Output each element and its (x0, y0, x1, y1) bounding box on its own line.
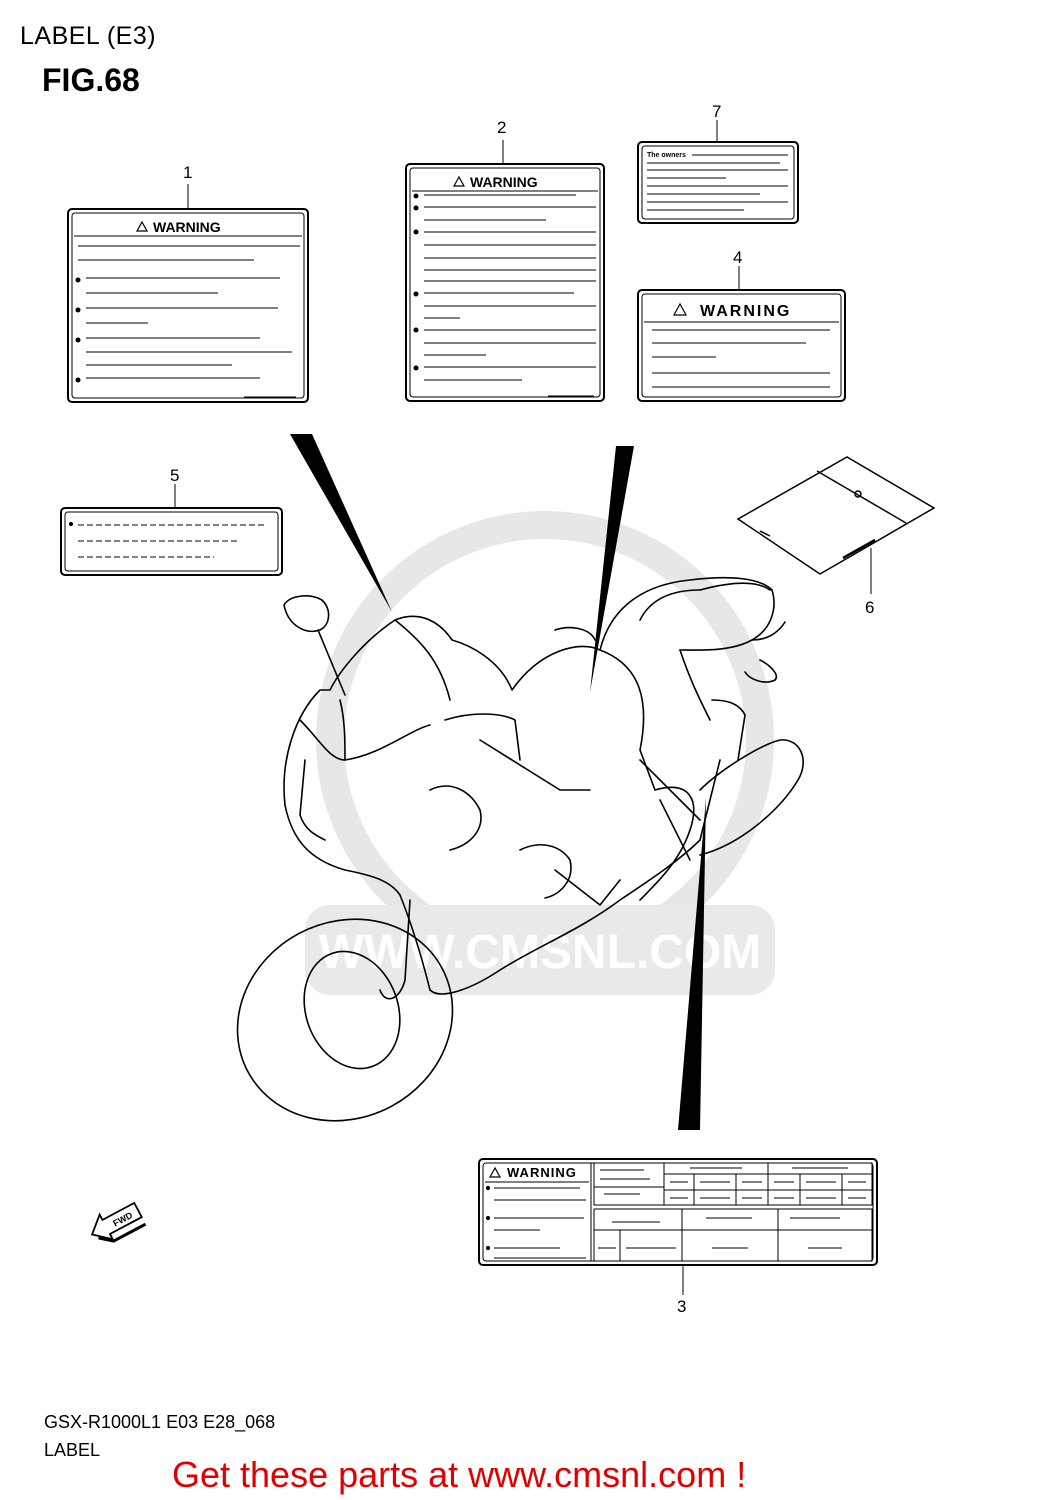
item-6-manual[interactable] (736, 456, 936, 594)
figure-number: FIG.68 (42, 62, 140, 98)
callout-3: 3 (677, 1297, 686, 1316)
fwd-arrow-icon: FWD (90, 1201, 147, 1243)
callout-7: 7 (712, 102, 721, 121)
callout-1: 1 (183, 163, 192, 182)
label-4-warning: WARNING (700, 303, 791, 320)
motorcycle-outline (236, 576, 804, 1122)
label-4[interactable]: WARNING (637, 266, 846, 402)
label-3[interactable]: WARNING (478, 1158, 878, 1295)
callout-2: 2 (497, 118, 506, 137)
pointer-lines (290, 434, 706, 1130)
promo-link[interactable]: Get these parts at www.cmsnl.com ! (172, 1454, 747, 1495)
label-7-owners: The owners (647, 152, 686, 159)
label-7[interactable]: The owners (637, 120, 799, 224)
callout-4: 4 (733, 248, 742, 267)
model-code: GSX-R1000L1 E03 E28_068 (44, 1412, 276, 1432)
watermark-text: WWW.CMSNL.COM (319, 926, 762, 979)
label-5[interactable] (60, 484, 283, 576)
page-title: LABEL (E3) (20, 22, 157, 50)
label-2-warning: WARNING (470, 174, 538, 190)
callout-5: 5 (170, 466, 179, 485)
label-1[interactable]: WARNING (67, 184, 309, 403)
label-2[interactable]: WARNING (405, 140, 605, 402)
label-3-warning: WARNING (507, 1165, 577, 1180)
model-name: LABEL (44, 1440, 101, 1460)
watermark: WWW.CMSNL.COM (305, 511, 775, 995)
label-1-warning: WARNING (153, 219, 221, 235)
callout-6: 6 (865, 598, 874, 617)
